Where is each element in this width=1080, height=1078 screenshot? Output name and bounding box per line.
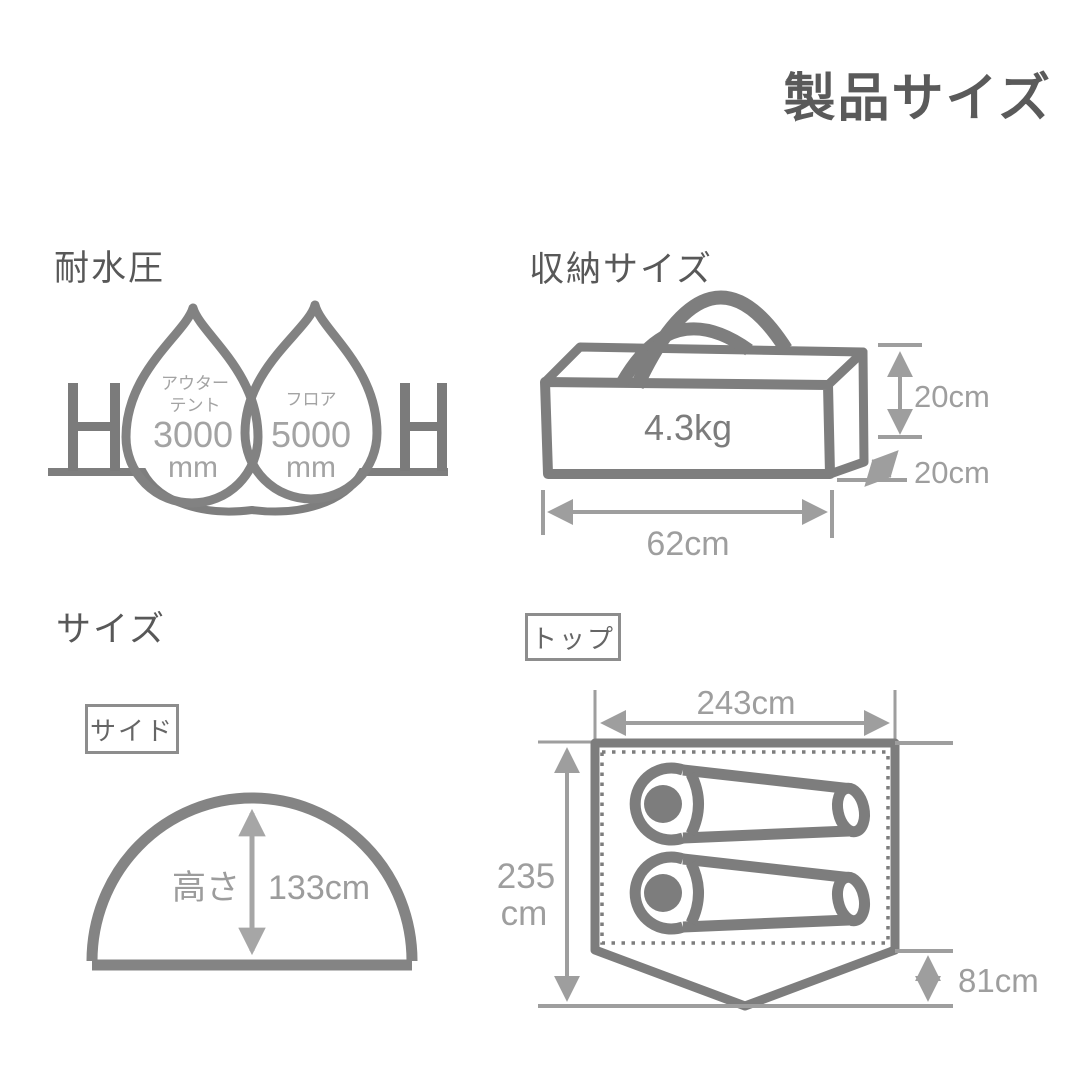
bag-height-value: 20cm [914, 379, 990, 414]
top-view-label: トップ [525, 613, 621, 661]
bag-width-dimension [541, 490, 834, 538]
bag-weight-label: 4.3kg [644, 407, 732, 448]
floor-unit: mm [286, 451, 336, 484]
water-drop-outer-tent-icon [121, 303, 263, 508]
bag-front-face [540, 377, 835, 479]
bag-depth-dimension [837, 450, 907, 487]
tent-footprint-outline [590, 738, 900, 1011]
dome-height-value: 133cm [268, 869, 370, 907]
floor-label: フロア [286, 390, 337, 409]
water-column-h-right-icon [400, 383, 447, 471]
bag-width-value: 62cm [646, 525, 729, 563]
outer-tent-value: 3000 [153, 414, 233, 455]
dome-height-label: 高さ [172, 869, 240, 907]
vestibule-depth-value: 81cm [958, 962, 1039, 999]
outer-tent-unit: mm [168, 451, 218, 484]
sleeping-bag-2-icon [635, 857, 868, 929]
storage-bag-diagram: 4.3kg 20cm 20cm 62cm [540, 290, 990, 563]
tent-depth-unit: cm [501, 894, 548, 933]
bag-handle-back [616, 322, 753, 387]
tent-width-value: 243cm [696, 684, 795, 721]
bag-handle-front [630, 290, 792, 389]
tent-dome-arch [86, 792, 418, 962]
tent-depth-dimension [538, 740, 595, 1002]
tent-inner-dotted-border [600, 750, 890, 945]
size-heading: サイズ [56, 610, 166, 649]
water-drop-floor-icon [240, 300, 382, 504]
storage-size-heading: 収納サイズ [529, 250, 713, 289]
top-view-diagram: 243cm 235 cm 81cm [497, 684, 1039, 1011]
water-resistance-heading: 耐水圧 [54, 249, 166, 288]
water-resistance-diagram: アウター テント 3000 mm フロア 5000 mm [48, 300, 448, 516]
side-view-label: サイド [85, 704, 179, 754]
sleeping-bag-1-icon [635, 768, 868, 840]
outer-tent-label-line2: テント [170, 396, 221, 415]
carry-bag-icon: 4.3kg [540, 290, 869, 479]
tent-width-dimension [593, 690, 897, 741]
side-view-diagram: 高さ 133cm [86, 792, 418, 971]
tent-depth-value: 235 [497, 857, 555, 896]
water-column-h-left-icon [68, 383, 120, 471]
bag-height-dimension [878, 343, 922, 439]
outer-tent-label-line1: アウター [161, 374, 229, 393]
page-title: 製品サイズ [783, 70, 1052, 128]
bag-depth-value: 20cm [914, 455, 990, 490]
floor-value: 5000 [271, 414, 351, 455]
